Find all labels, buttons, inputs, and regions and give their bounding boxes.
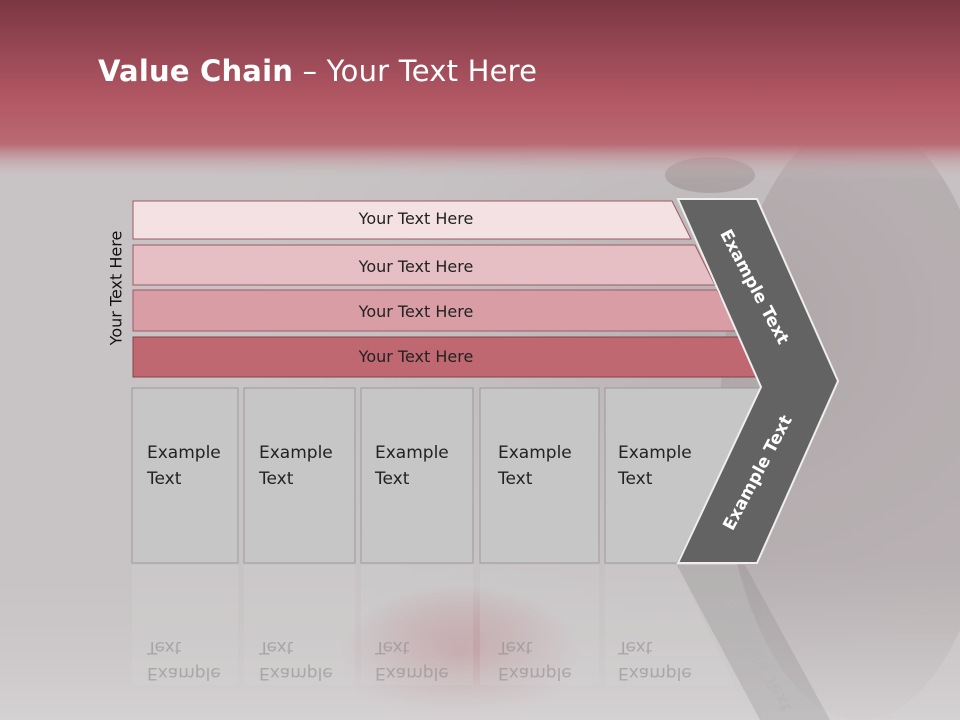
bar-3-label: Your Text Here: [358, 302, 474, 321]
cell-3: [360, 387, 474, 564]
cell-5-reflection-line1: Example: [618, 663, 692, 683]
cell-5-reflection-line2: Text: [618, 637, 653, 657]
cell-2-line2: Text: [259, 469, 294, 489]
cell-2-reflection-line1: Example: [259, 663, 333, 683]
bar-1: [132, 200, 692, 240]
cell-1-reflection-text: Example Text: [147, 634, 247, 686]
cell-2: [243, 387, 356, 564]
cell-5-reflection-text: Example Text: [618, 634, 718, 686]
cell-4-reflection-text: Example Text: [498, 634, 598, 686]
cell-4-reflection-line1: Example: [498, 663, 572, 683]
bar-4-label: Your Text Here: [358, 347, 474, 366]
title-rest: – Your Text Here: [293, 54, 538, 88]
cell-2-line1: Example: [259, 443, 333, 463]
cell-reflection-2: [244, 565, 355, 685]
cell-5-line1: Example: [618, 443, 692, 463]
chevron-arrow: [676, 198, 840, 564]
cell-4-line2: Text: [498, 469, 533, 489]
cell-5-line2: Text: [618, 469, 653, 489]
cell-2-reflection-line2: Text: [259, 637, 294, 657]
cell-4-line1: Example: [498, 443, 572, 463]
cell-3-line1: Example: [375, 443, 449, 463]
cell-3-reflection-line1: Example: [375, 663, 449, 683]
cell-reflection-1: [132, 565, 238, 685]
cell-3-reflection-line2: Text: [375, 637, 410, 657]
title-bold: Value Chain: [98, 54, 294, 88]
cell-4-reflection-line2: Text: [498, 637, 533, 657]
cell-2-reflection-text: Example Text: [259, 634, 359, 686]
cell-reflection-3: [361, 565, 473, 685]
cell-1: [131, 387, 239, 564]
chevron-reflection: [677, 565, 830, 720]
cell-1-reflection-line1: Example: [147, 663, 221, 683]
cell-1-line2: Text: [147, 469, 182, 489]
cell-1-line1: Example: [147, 443, 221, 463]
cell-reflection-5: [605, 565, 735, 685]
cell-1-reflection-line2: Text: [147, 637, 182, 657]
cell-reflection-4: [480, 565, 599, 685]
bar-2-label: Your Text Here: [358, 257, 474, 276]
bar-1-label: Your Text Here: [358, 209, 474, 228]
cell-3-reflection-text: Example Text: [375, 634, 475, 686]
slide-title: Value Chain – Your Text Here: [98, 54, 537, 88]
cell-4: [479, 387, 600, 564]
cell-3-line2: Text: [375, 469, 410, 489]
